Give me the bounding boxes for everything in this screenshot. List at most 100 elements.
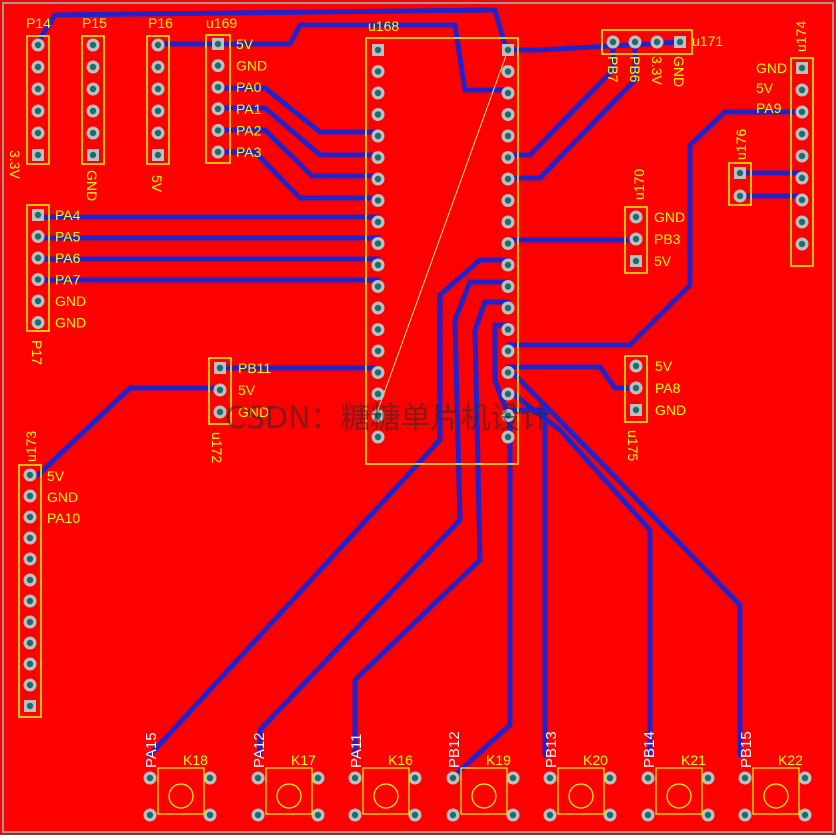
p15-pad [86,104,100,118]
u168-right-pad [501,108,515,121]
u171-pin-label: GND [671,56,687,87]
button-pad [408,771,422,785]
button-signal-label: PB13 [543,731,560,768]
u174-pad [795,193,809,207]
p15-pad [86,60,100,74]
u168-right-pad [501,430,515,444]
tactile-buttons [157,767,800,815]
u173-pad [23,510,37,524]
u168-right-pad [501,237,515,250]
u175-pin-label: PA8 [655,380,681,396]
u168-left-pad [371,301,385,315]
button-designator: K20 [583,752,608,768]
u173-pad [23,615,37,629]
button-pad [143,771,157,785]
u172-pin-label: 5V [238,382,256,398]
button-designator: K17 [291,752,316,768]
u172-pin-label: GND [238,404,269,420]
p14-pad [32,149,44,161]
p17-pad [31,230,45,243]
u168-right-pad [501,65,515,78]
u168-right-pad [501,301,515,315]
u168-left-pad [371,258,385,272]
u168-left-pad [371,280,385,293]
button-pad [603,771,617,785]
u169-pin-label: PA1 [236,101,262,117]
u168-right-pad [501,194,515,207]
u173-designator: u173 [23,431,39,462]
u169-pad [212,38,224,50]
u175-pin-label: 5V [655,358,673,374]
u169-pin-label: PA3 [236,144,262,160]
button-pad [738,808,752,822]
u172-pad [213,405,227,419]
u168-right-pad [501,215,515,229]
button-pad [311,808,325,822]
p17-pin-label: GND [55,315,86,331]
u176-pad [733,189,747,203]
u171-pin-label: PB7 [605,56,621,83]
u168-right-pad [501,280,515,293]
u172-designator: u172 [209,432,225,463]
u173-pad [23,594,37,608]
u173-pad [23,636,37,650]
button-pad [798,808,812,822]
u168-right-pad [501,86,515,100]
u168-right-pad [501,323,515,336]
u168-left-pad [372,44,384,56]
u176-pad [734,167,746,179]
p14-pad [31,104,45,118]
p15-outline [81,35,105,165]
p17-pin-label: PA6 [55,250,81,266]
u175-outline [624,355,648,423]
p14-pad [31,126,45,140]
u174-outline [790,57,814,267]
u168-left-pad [371,430,385,444]
p17-pin-label: PA5 [55,229,81,245]
p15-designator: P15 [82,15,107,31]
u170-pad [629,210,643,224]
u168-left-pad [371,151,385,164]
u168-left-pad [371,194,385,207]
button-pad [738,771,752,785]
u174-pad [795,83,809,97]
u168-left-pad [371,323,385,336]
button-pad [701,808,715,822]
u168-left-pad [371,366,385,379]
u173-pad [23,531,37,545]
copper-tracks [35,7,803,778]
u176-designator: u176 [733,129,749,160]
u174-pad [796,62,808,74]
button-pad [203,808,217,822]
button-pad [603,808,617,822]
p16-pad [151,38,165,52]
p15-pad [86,82,100,96]
u168-left-pad [371,237,385,250]
button-signal-label: PA11 [348,734,365,768]
u171-outline [601,29,693,55]
button-designator: K16 [388,752,413,768]
tactile-button [362,767,410,815]
p17-pad [32,209,44,221]
u173-pad [23,573,37,587]
u173-pad [23,468,37,482]
u170-pad [630,255,642,267]
u170-pad [629,232,643,246]
button-pad [641,808,655,822]
u171-pad [674,36,686,48]
p14-designator: P14 [26,15,51,31]
button-pad [143,808,157,822]
u176-outline [728,162,752,206]
u168-right-pad [501,387,515,401]
u169-pad [211,59,225,73]
tactile-button [460,767,508,815]
u174-pad [795,237,809,251]
u171-pad [628,35,642,49]
u175-designator: u175 [625,430,641,461]
u170-designator: u170 [631,169,647,200]
u168-outline [365,37,519,465]
thin-silk-line [377,49,509,411]
u172-pad [214,362,226,374]
u168-left-pad [371,215,385,229]
